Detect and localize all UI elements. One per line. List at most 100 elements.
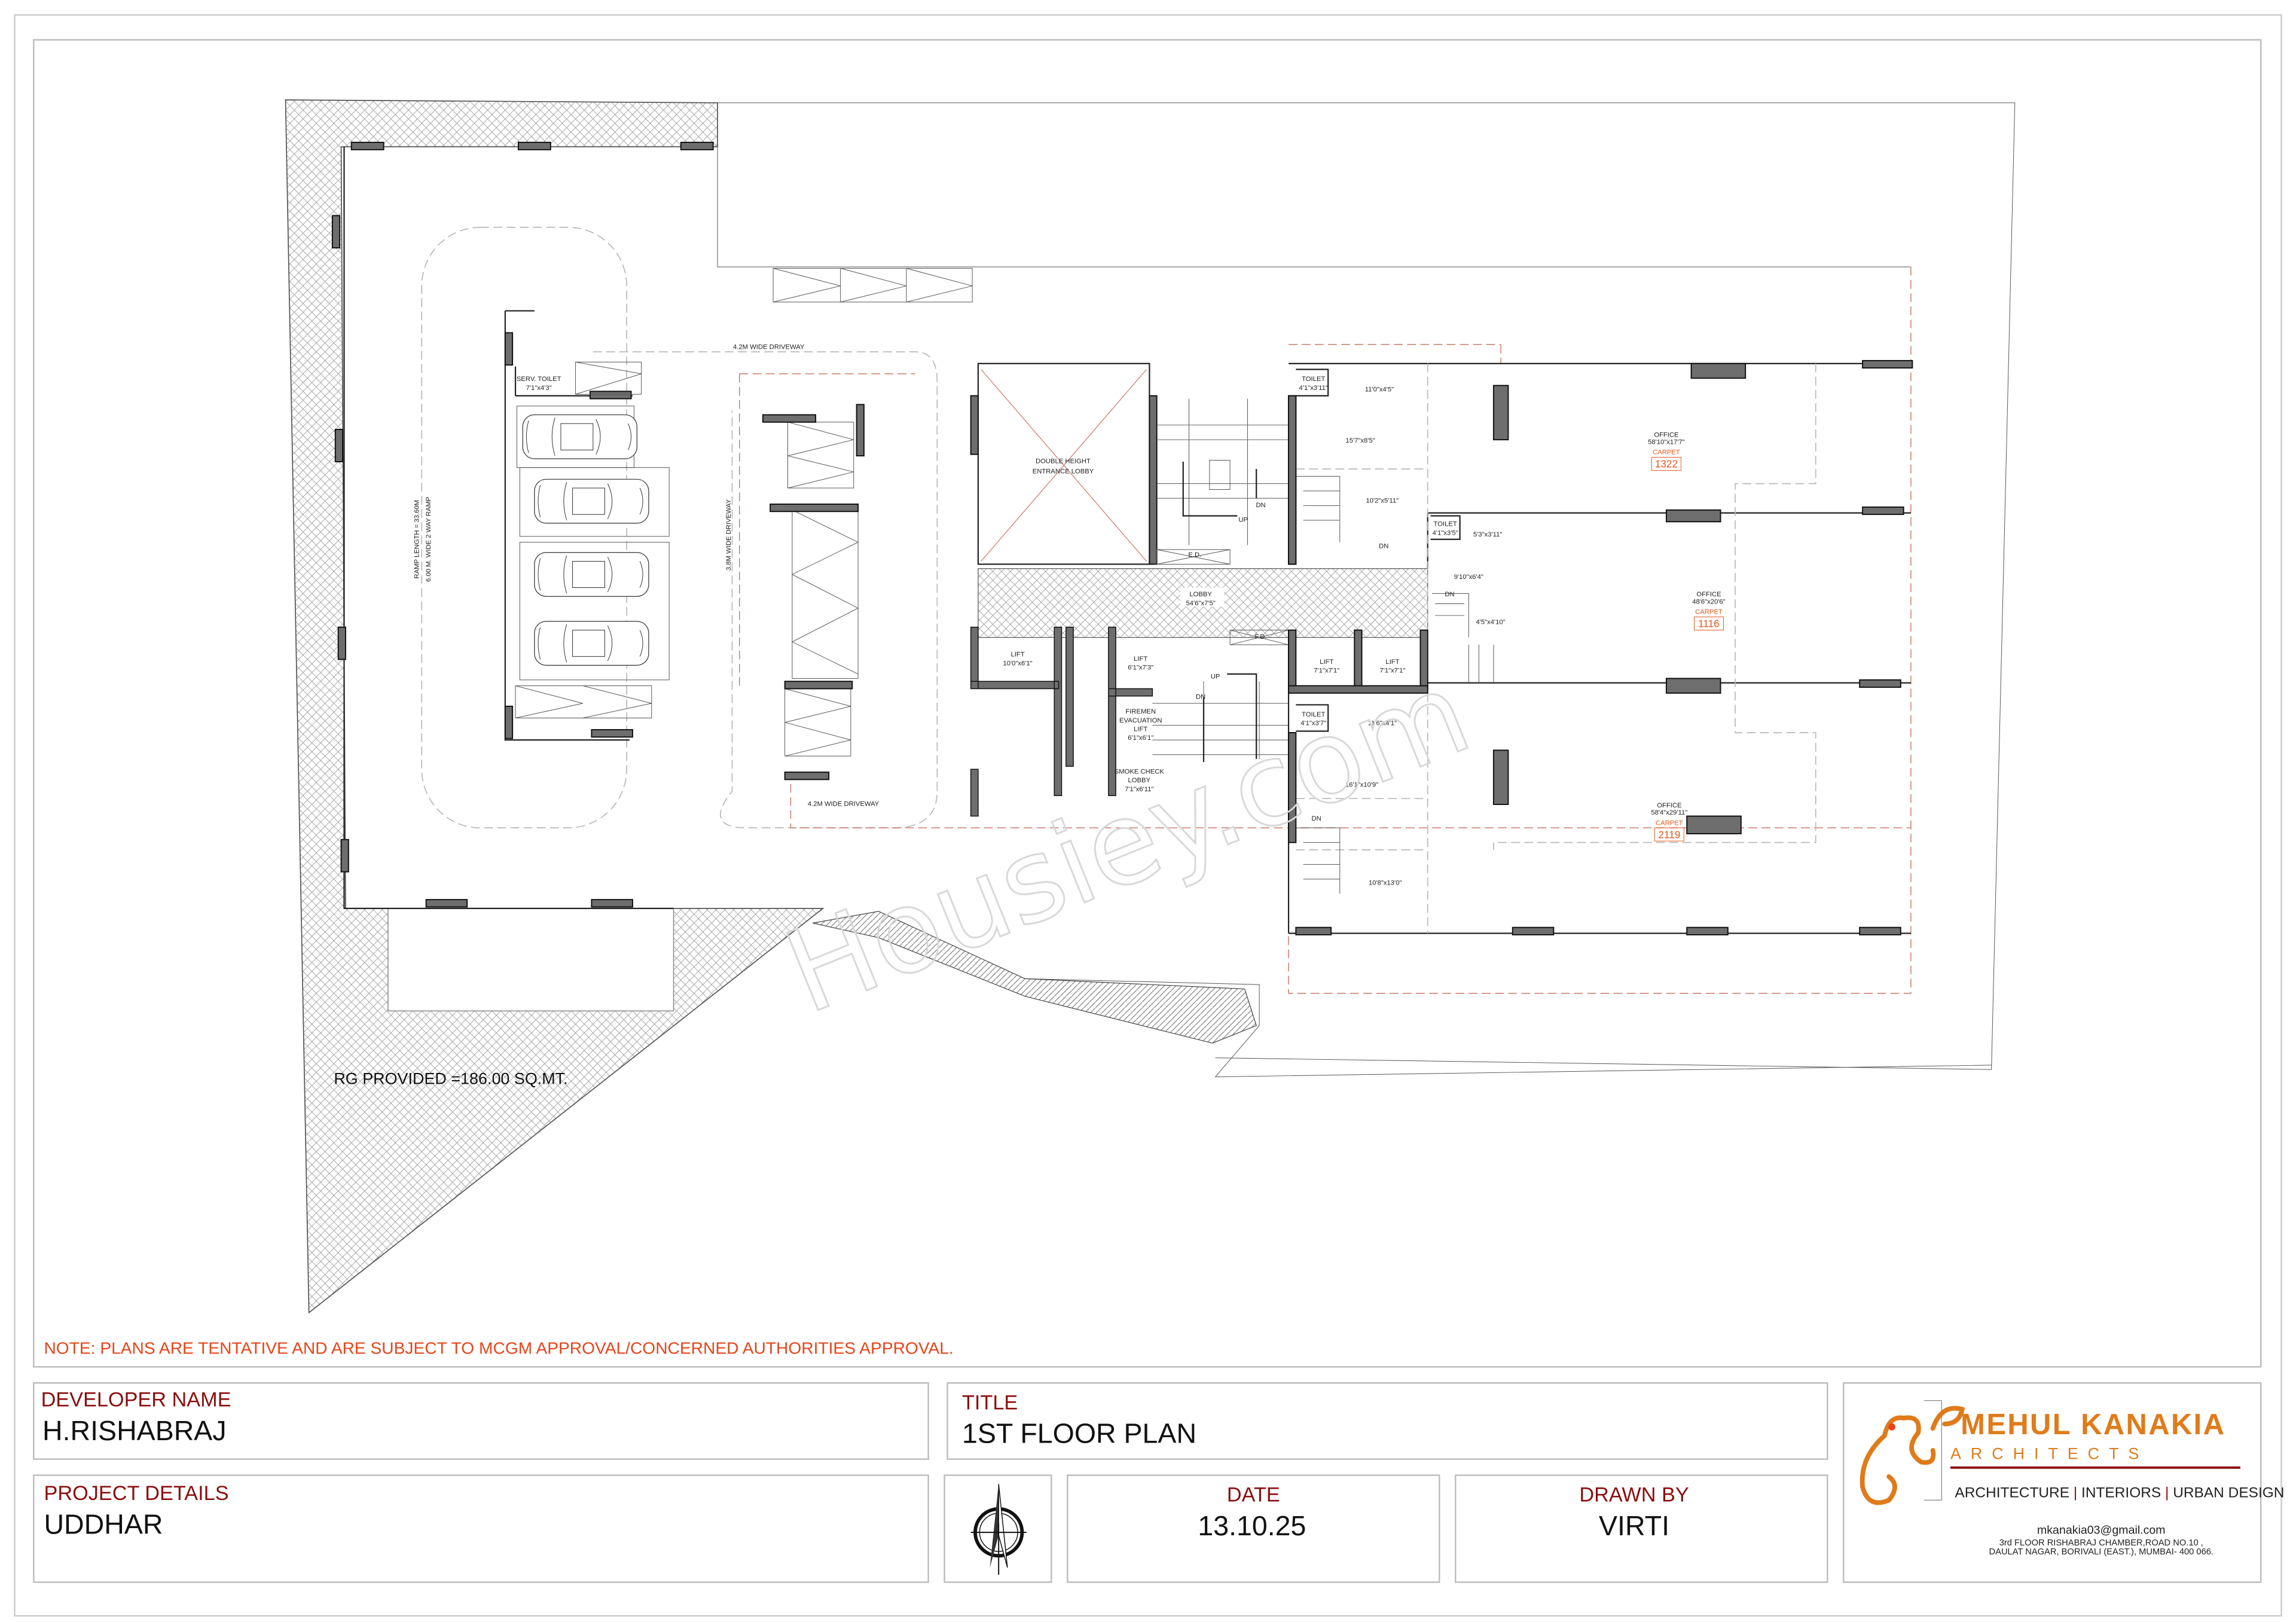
office-size: 48'6"x20'6" — [1692, 598, 1725, 605]
carpet-label: CARPET — [1653, 449, 1680, 456]
column — [1492, 749, 1509, 805]
stack-parking — [773, 268, 973, 303]
lobby-label: LOBBY — [1189, 591, 1212, 598]
car-icon — [534, 552, 649, 597]
double-height-label: DOUBLE HEIGHT — [1036, 458, 1091, 465]
date-label: DATE — [1227, 1484, 1280, 1507]
carpet-box — [1693, 617, 1724, 631]
column — [680, 142, 714, 151]
title-label: TITLE — [962, 1391, 1018, 1414]
toilet-b-label: TOILET — [1434, 521, 1457, 528]
driveway-outline — [593, 351, 938, 829]
column — [1859, 679, 1901, 688]
wall — [1288, 732, 1297, 843]
wall — [1288, 685, 1428, 694]
double-height-lobby — [977, 362, 1150, 565]
driveway-bottom-label: 4.2M WIDE DRIVEWAY — [808, 800, 880, 807]
car-icon — [534, 478, 649, 524]
service-architecture: ARCHITECTURE — [1955, 1484, 2069, 1501]
stair-up-label: UP — [1238, 516, 1248, 523]
lobby-label-bg — [1180, 587, 1225, 607]
lift-walls — [970, 626, 1153, 817]
site-boundary — [717, 102, 2016, 1070]
smoke-size: 7'1"x6'11" — [1125, 786, 1153, 793]
ramp-outline — [421, 227, 628, 829]
project-label: PROJECT DETAILS — [44, 1482, 228, 1505]
carpet-label: CARPET — [1695, 609, 1723, 616]
dn-a: DN — [1379, 542, 1388, 550]
column — [591, 729, 633, 738]
stair2-dn-label: DN — [1196, 694, 1205, 701]
toilet-b-size: 4'1"x3'5" — [1433, 529, 1458, 536]
column — [1295, 926, 1332, 935]
lobby-size: 54'6"x7'5" — [1186, 600, 1216, 607]
office-size: 58'10"x17'7" — [1648, 439, 1685, 446]
stair2-up-label: UP — [1211, 673, 1220, 680]
parking-walls — [343, 147, 674, 909]
north-arrow-icon — [970, 1484, 1027, 1575]
ramp-hatched — [813, 911, 1257, 1044]
stack-parking — [515, 361, 652, 718]
column — [1690, 362, 1747, 379]
toilet-c-label: TOILET — [1302, 711, 1325, 718]
serv-toilet-label: SERV. TOILET — [517, 376, 561, 383]
toilet-a-label: TOILET — [1302, 376, 1325, 383]
smoke-lobby-label: LOBBY — [1128, 777, 1151, 784]
service-urban-design: URBAN DESIGN — [2173, 1484, 2284, 1501]
lift-4-label: LIFT — [1385, 658, 1399, 666]
firemen-size: 6'1"x6'1" — [1128, 734, 1153, 742]
service-interiors: INTERIORS — [2081, 1484, 2161, 1501]
carpet-area: 1322 — [1655, 458, 1678, 470]
toilet-walls — [1296, 368, 1461, 732]
dim-b2: 9'10"x6'4" — [1454, 574, 1483, 581]
column — [1686, 926, 1729, 935]
firm-address-2: DAULAT NAGAR, BORIVALI (EAST.), MUMBAI- … — [1989, 1547, 2213, 1557]
office-label: OFFICE — [1657, 802, 1682, 809]
rg-hatched-area — [285, 99, 825, 1314]
firm-divider — [1950, 1466, 2240, 1469]
ed-box — [1156, 549, 1231, 565]
column — [334, 429, 344, 462]
lift-2-label: LIFT — [1134, 655, 1147, 663]
entrance-lobby-label: ENTRANCE LOBBY — [1033, 468, 1094, 475]
developer-name: H.RISHABRAJ — [42, 1415, 227, 1446]
ed-label: E.D. — [1188, 551, 1201, 559]
service-stair — [1296, 475, 1494, 894]
column — [1512, 926, 1555, 935]
office-size: 58'4"x29'11" — [1651, 809, 1687, 816]
driveway-top-label: 4.2M WIDE DRIVEWAY — [733, 343, 805, 350]
fd-label: F.D. — [1255, 633, 1267, 641]
developer-label: DEVELOPER NAME — [41, 1389, 231, 1411]
column — [1862, 506, 1904, 516]
toilet-a-size: 4'1"x3'11" — [1299, 385, 1328, 392]
lift-4-size: 7'1"x7'1" — [1380, 667, 1406, 675]
stair-dn-label: DN — [1256, 502, 1265, 509]
car-icon — [534, 621, 649, 666]
ramp-width-label: 6.00 M. WIDE 2 WAY RAMP — [425, 497, 432, 582]
dim-b3: 4'5"x4'10" — [1476, 619, 1505, 626]
carpet-area: 2119 — [1658, 828, 1680, 840]
firemen-label-1: FIREMEN — [1125, 708, 1156, 715]
toilet-c-size: 4'1"x3'7" — [1300, 720, 1326, 727]
dim-c1: 11'6"x4'1" — [1368, 720, 1397, 727]
column — [1859, 926, 1901, 935]
office-label: OFFICE — [1654, 431, 1679, 438]
column — [784, 681, 853, 690]
project-name: UDDHAR — [44, 1509, 163, 1540]
column — [856, 404, 865, 457]
column — [784, 772, 830, 780]
building-dashed-limit — [739, 267, 1912, 994]
firemen-label-3: LIFT — [1134, 726, 1147, 733]
column — [762, 414, 817, 423]
void-cross — [981, 369, 1147, 562]
project-box — [33, 1474, 929, 1583]
column — [1665, 509, 1721, 523]
rg-provided-label: RG PROVIDED =186.00 SQ.MT. — [334, 1070, 567, 1088]
site-boundary-bottom — [1025, 978, 1992, 1077]
office-dashed-partitions — [1296, 363, 1816, 934]
firm-services: ARCHITECTURE | INTERIORS | URBAN DESIGN — [1955, 1484, 2284, 1501]
wall — [1149, 395, 1158, 565]
dim-c2: 16'1"x10'9" — [1345, 782, 1378, 789]
carpet-label: CARPET — [1656, 819, 1683, 827]
column — [591, 899, 633, 908]
